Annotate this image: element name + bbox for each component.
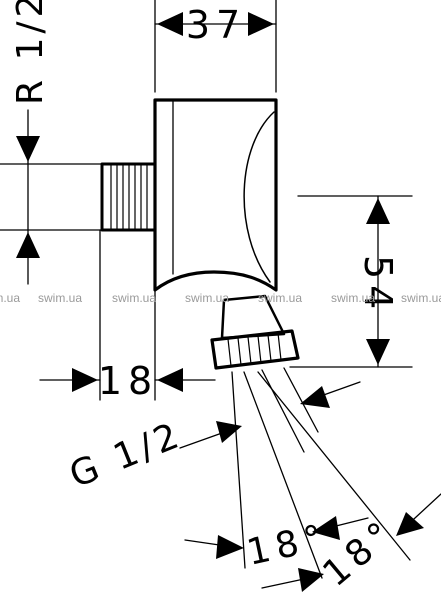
dimension-37: 37 [154, 0, 277, 93]
watermark-text: swim.ua [0, 291, 20, 305]
watermark-text: swim.ua [258, 291, 302, 305]
angle-fan-lines [231, 367, 411, 579]
thread-g-label: G 1/2 [64, 414, 188, 496]
dimension-37-label: 37 [186, 3, 246, 47]
dimension-g-half: G 1/2 [64, 414, 242, 496]
watermark-text: swim.ua [38, 291, 82, 305]
watermark-text: swim.ua [112, 291, 156, 305]
dimension-18-depth: 18 [39, 229, 216, 403]
watermark-text: swim.ua [185, 291, 229, 305]
nozzle-edge-arrow [300, 381, 361, 408]
dimension-r-half: R 1/2 [0, 0, 111, 285]
dimension-54: 54 [289, 195, 413, 368]
thread-connector [100, 162, 157, 232]
watermark-row: swim.ua swim.ua swim.ua swim.ua swim.ua swim.… [0, 291, 441, 305]
hose-nozzle [210, 294, 300, 370]
main-body [153, 98, 278, 292]
thread-r-label: R 1/2 [10, 0, 51, 105]
watermark-text: swim.ua [401, 291, 441, 305]
watermark-text: swim.ua [331, 291, 375, 305]
dimension-54-label: 54 [356, 255, 400, 315]
dimension-18-label: 18 [98, 359, 158, 403]
